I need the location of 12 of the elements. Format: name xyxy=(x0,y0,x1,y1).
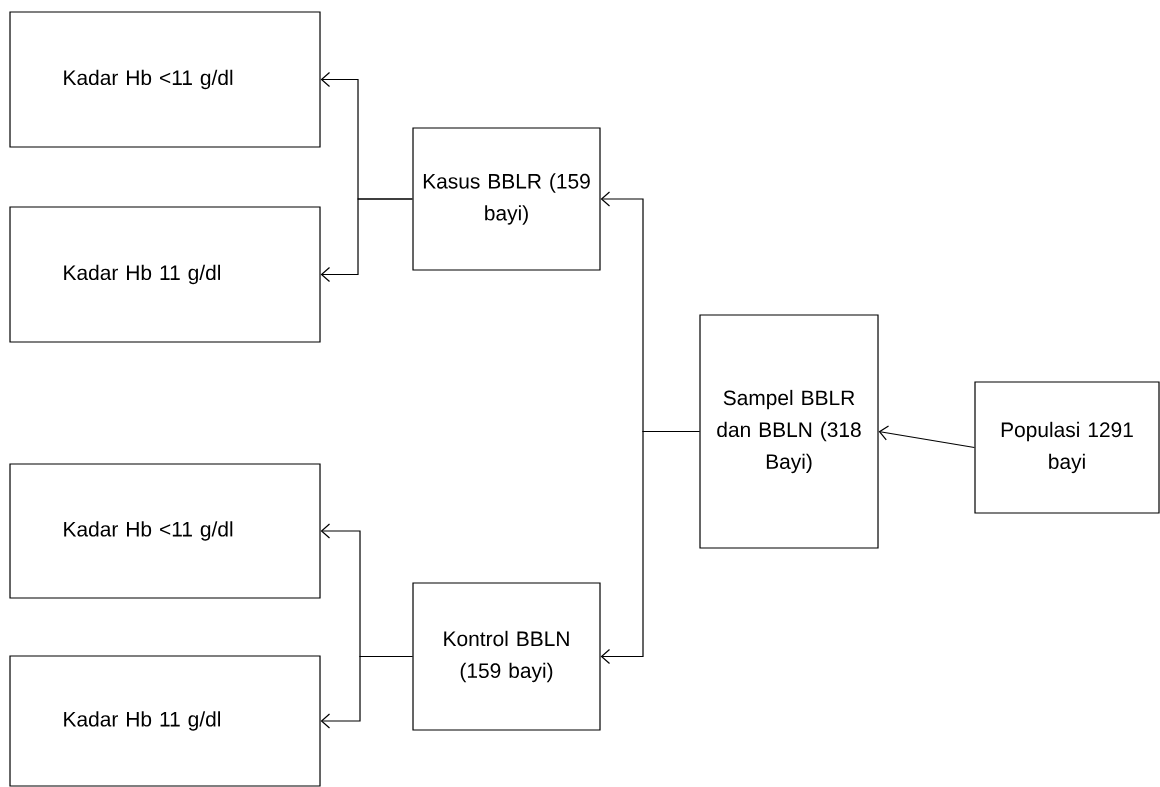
process-box: Sampel BBLR dan BBLN (318 Bayi) xyxy=(699,314,879,549)
arrow xyxy=(320,198,413,283)
process-box: Kasus BBLR (159 bayi) xyxy=(412,127,601,271)
arrow xyxy=(600,430,700,665)
process-box: Kadar Hb 11 g/dl xyxy=(9,206,321,343)
process-box: Kadar Hb <11 g/dl xyxy=(9,11,321,148)
process-box: Kontrol BBLN (159 bayi) xyxy=(412,582,601,731)
process-box: Populasi 1291 bayi xyxy=(974,381,1160,514)
arrow xyxy=(878,425,975,449)
arrow xyxy=(320,655,413,729)
process-box: Kadar Hb <11 g/dl xyxy=(9,463,321,599)
process-box: Kadar Hb 11 g/dl xyxy=(9,655,321,787)
